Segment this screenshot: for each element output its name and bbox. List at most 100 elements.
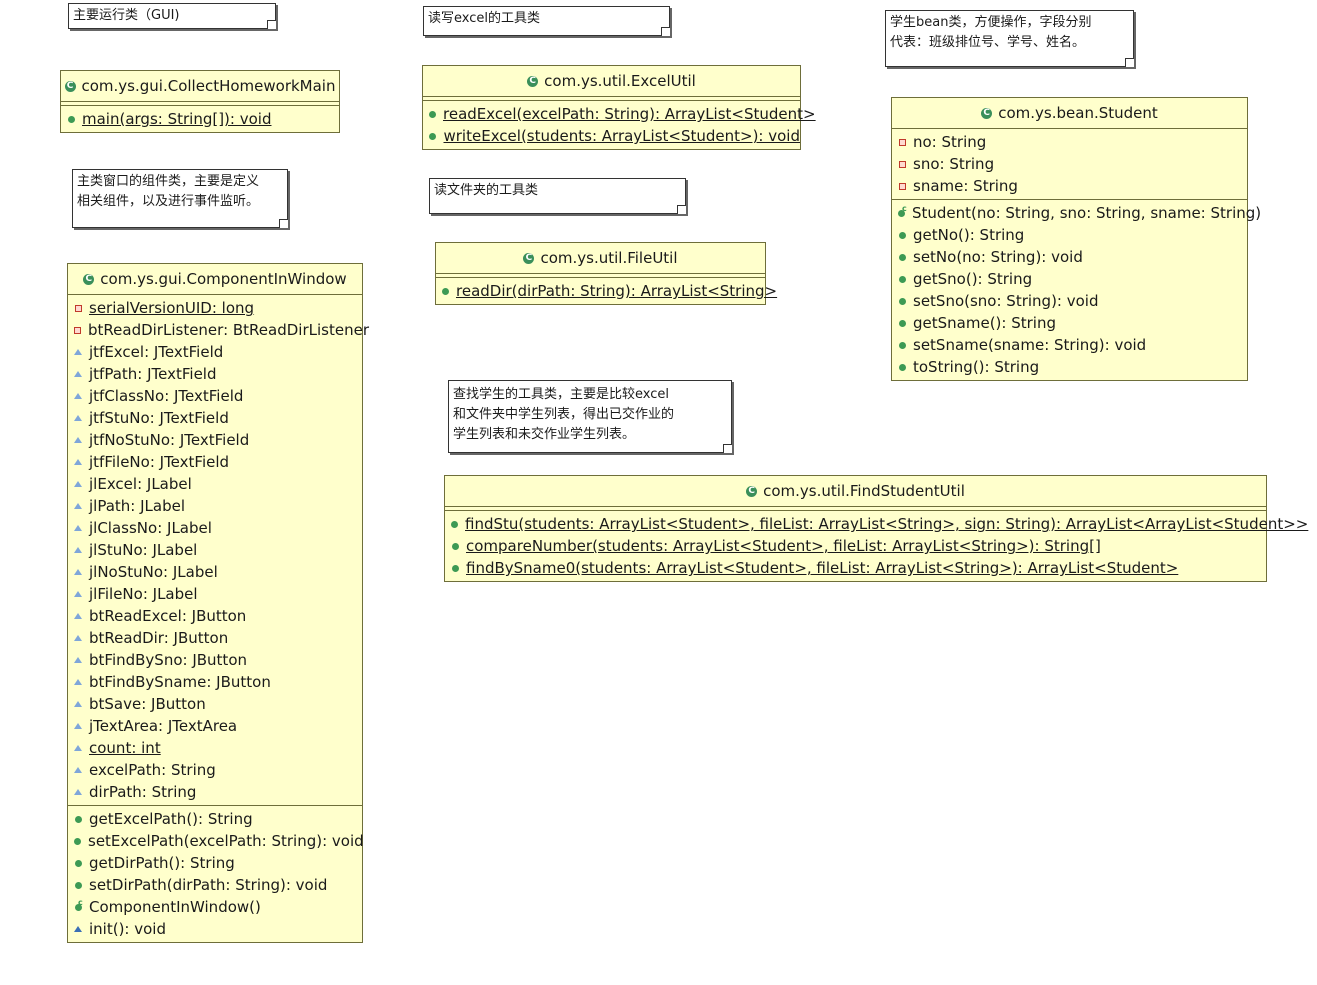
field-row[interactable]: jtfNoStuNo: JTextField <box>68 429 362 451</box>
method-row[interactable]: getDirPath(): String <box>68 852 362 874</box>
method-row[interactable]: getSname(): String <box>892 312 1247 334</box>
field-row[interactable]: btSave: JButton <box>68 693 362 715</box>
public-method-icon <box>429 110 436 118</box>
field-row[interactable]: jtfFileNo: JTextField <box>68 451 362 473</box>
methods-section: main(args: String[]): void <box>61 106 339 132</box>
field-row[interactable]: sno: String <box>892 153 1247 175</box>
method-row[interactable]: getNo(): String <box>892 224 1247 246</box>
field-signature: dirPath: String <box>89 783 197 801</box>
method-row[interactable]: compareNumber(students: ArrayList<Studen… <box>445 535 1266 557</box>
field-row[interactable]: sname: String <box>892 175 1247 197</box>
class-name: com.ys.bean.Student <box>998 104 1158 122</box>
public-method-icon <box>451 564 459 572</box>
field-row[interactable]: serialVersionUID: long <box>68 297 362 319</box>
public-method-icon <box>898 253 906 261</box>
note-file-util: 读文件夹的工具类 <box>429 178 686 214</box>
field-row[interactable]: btReadExcel: JButton <box>68 605 362 627</box>
method-row[interactable]: findStu(students: ArrayList<Student>, fi… <box>445 513 1308 535</box>
method-signature: Student(no: String, sno: String, sname: … <box>912 204 1262 222</box>
field-row[interactable]: jlFileNo: JLabel <box>68 583 362 605</box>
method-row[interactable]: getExcelPath(): String <box>68 808 362 830</box>
method-row[interactable]: setSname(sname: String): void <box>892 334 1247 356</box>
field-row[interactable]: no: String <box>892 131 1247 153</box>
field-row[interactable]: jlPath: JLabel <box>68 495 362 517</box>
methods-section: getExcelPath(): String setExcelPath(excel… <box>68 806 364 942</box>
methods-section: readDir(dirPath: String): ArrayList<Stri… <box>436 278 777 304</box>
field-row[interactable]: count: int <box>68 737 362 759</box>
field-row[interactable]: jtfPath: JTextField <box>68 363 362 385</box>
field-row[interactable]: jtfExcel: JTextField <box>68 341 362 363</box>
method-row[interactable]: setExcelPath(excelPath: String): void <box>68 830 364 852</box>
package-field-icon <box>74 613 82 619</box>
method-row[interactable]: readExcel(excelPath: String): ArrayList<… <box>423 103 816 125</box>
package-field-icon <box>74 459 82 465</box>
field-row[interactable]: excelPath: String <box>68 759 362 781</box>
method-signature: writeExcel(students: ArrayList<Student>)… <box>443 127 801 145</box>
method-row[interactable]: findBySname0(students: ArrayList<Student… <box>445 557 1266 579</box>
field-row[interactable]: jlNoStuNo: JLabel <box>68 561 362 583</box>
method-row[interactable]: init(): void <box>68 918 362 940</box>
method-row[interactable]: getSno(): String <box>892 268 1247 290</box>
method-row[interactable]: writeExcel(students: ArrayList<Student>)… <box>423 125 800 147</box>
field-signature: no: String <box>913 133 987 151</box>
field-signature: sname: String <box>913 177 1018 195</box>
method-signature: setExcelPath(excelPath: String): void <box>88 832 364 850</box>
constructor-icon <box>74 903 82 911</box>
package-method-icon <box>74 926 82 932</box>
class-c-icon: C <box>64 80 76 92</box>
package-field-icon <box>74 635 82 641</box>
public-method-icon <box>442 287 449 295</box>
class-name: com.ys.util.ExcelUtil <box>544 72 696 90</box>
method-signature: setNo(no: String): void <box>913 248 1083 266</box>
method-row[interactable]: setDirPath(dirPath: String): void <box>68 874 362 896</box>
method-row[interactable]: setNo(no: String): void <box>892 246 1247 268</box>
package-field-icon <box>74 371 82 377</box>
class-c-icon: C <box>746 485 758 497</box>
method-row[interactable]: main(args: String[]): void <box>61 108 339 130</box>
note-find-student: 查找学生的工具类，主要是比较excel 和文件夹中学生列表，得出已交作业的 学生… <box>448 380 732 453</box>
field-row[interactable]: jtfStuNo: JTextField <box>68 407 362 429</box>
field-row[interactable]: jtfClassNo: JTextField <box>68 385 362 407</box>
package-field-icon <box>74 745 82 751</box>
field-row[interactable]: jTextArea: JTextArea <box>68 715 362 737</box>
public-method-icon <box>451 520 458 528</box>
method-signature: getDirPath(): String <box>89 854 235 872</box>
fields-section <box>423 97 800 101</box>
public-method-icon <box>429 132 437 140</box>
field-signature: jlPath: JLabel <box>89 497 185 515</box>
field-row[interactable]: jlExcel: JLabel <box>68 473 362 495</box>
field-row[interactable]: dirPath: String <box>68 781 362 803</box>
public-method-icon <box>451 542 459 550</box>
field-row[interactable]: jlStuNo: JLabel <box>68 539 362 561</box>
field-signature: jtfStuNo: JTextField <box>89 409 229 427</box>
field-row[interactable]: btReadDir: JButton <box>68 627 362 649</box>
method-row[interactable]: toString(): String <box>892 356 1247 378</box>
method-row[interactable]: readDir(dirPath: String): ArrayList<Stri… <box>436 280 777 302</box>
field-signature: btReadExcel: JButton <box>89 607 247 625</box>
field-signature: btReadDirListener: BtReadDirListener <box>88 321 369 339</box>
public-method-icon <box>898 297 906 305</box>
field-row[interactable]: btFindBySname: JButton <box>68 671 362 693</box>
class-c-icon: C <box>523 252 535 264</box>
field-row[interactable]: btReadDirListener: BtReadDirListener <box>68 319 369 341</box>
private-field-icon <box>74 326 81 334</box>
field-signature: btFindBySname: JButton <box>89 673 271 691</box>
field-signature: serialVersionUID: long <box>89 299 255 317</box>
method-row[interactable]: setSno(sno: String): void <box>892 290 1247 312</box>
field-row[interactable]: btFindBySno: JButton <box>68 649 362 671</box>
public-method-icon <box>898 319 906 327</box>
field-row[interactable]: jlClassNo: JLabel <box>68 517 362 539</box>
